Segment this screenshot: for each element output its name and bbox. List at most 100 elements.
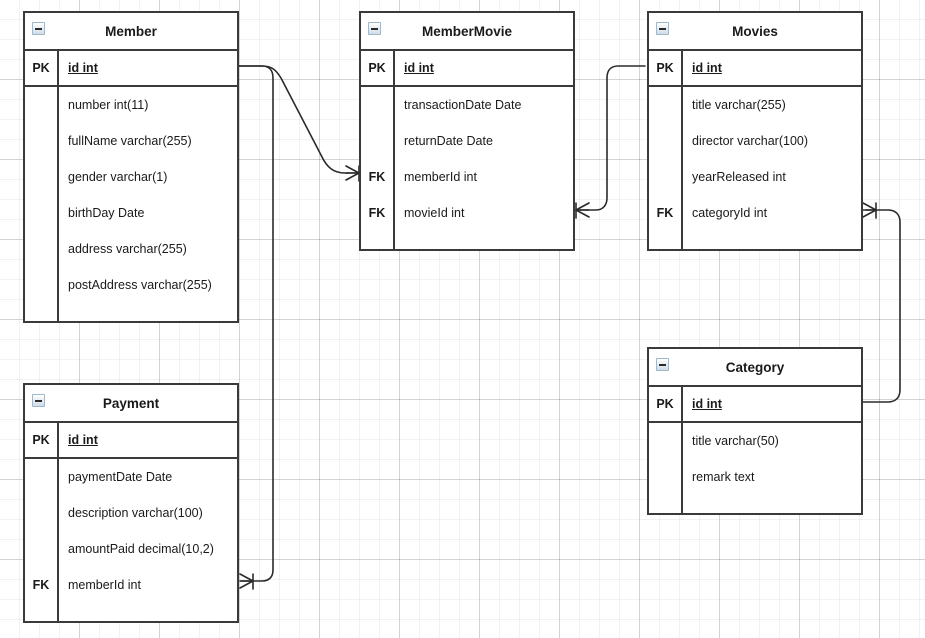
attribute-row[interactable]: description varchar(100) (25, 495, 237, 531)
connector-member-membermovie (238, 65, 358, 174)
spacer-key-cell (649, 495, 683, 513)
attribute-row[interactable]: postAddress varchar(255) (25, 267, 237, 303)
attribute-row[interactable]: PK id int (361, 51, 573, 87)
attribute-key: PK (649, 387, 683, 421)
attribute-name: address varchar(255) (68, 242, 187, 256)
attribute-row[interactable]: PK id int (25, 51, 237, 87)
attribute-row[interactable]: amountPaid decimal(10,2) (25, 531, 237, 567)
attribute-name: categoryId int (692, 206, 768, 220)
attribute-name: id int (68, 61, 98, 75)
attribute-key (361, 87, 395, 123)
attribute-row[interactable]: PK id int (649, 51, 861, 87)
attribute-key (649, 423, 683, 459)
attribute-row[interactable]: FK categoryId int (649, 195, 861, 231)
entity-title-category: Category (649, 349, 861, 387)
entity-title-movies: Movies (649, 13, 861, 51)
attribute-name: description varchar(100) (68, 506, 203, 520)
attribute-key: PK (361, 51, 395, 85)
entity-membermovie[interactable]: MemberMovie PK id int transactionDate Da… (359, 11, 575, 251)
attribute-row[interactable]: returnDate Date (361, 123, 573, 159)
attribute-row[interactable]: PK id int (649, 387, 861, 423)
attribute-name: memberId int (404, 170, 477, 184)
attribute-name: amountPaid decimal(10,2) (68, 542, 214, 556)
crowsfoot-membermovie-memberid (345, 165, 360, 182)
spacer-key-cell (25, 303, 59, 321)
attribute-key (25, 231, 59, 267)
entity-payment[interactable]: Payment PK id int paymentDate Date descr… (23, 383, 239, 623)
attribute-name: transactionDate Date (404, 98, 522, 112)
attribute-name: gender varchar(1) (68, 170, 168, 184)
attribute-key (25, 459, 59, 495)
spacer-name-cell (683, 231, 861, 249)
entity-name: Payment (102, 396, 160, 411)
attribute-name: title varchar(255) (692, 98, 786, 112)
attribute-key: FK (361, 159, 395, 195)
entity-title-member: Member (25, 13, 237, 51)
attribute-key (25, 123, 59, 159)
attribute-row[interactable]: birthDay Date (25, 195, 237, 231)
crowsfoot-membermovie-movieid (575, 202, 590, 219)
attribute-row[interactable]: transactionDate Date (361, 87, 573, 123)
attribute-row[interactable]: title varchar(255) (649, 87, 861, 123)
entity-name: Member (105, 24, 157, 39)
attribute-row[interactable]: FK movieId int (361, 195, 573, 231)
minus-icon[interactable] (656, 358, 669, 371)
attribute-row[interactable]: fullName varchar(255) (25, 123, 237, 159)
entity-name: MemberMovie (421, 24, 513, 39)
connector-member-payment (238, 65, 274, 582)
attribute-name: id int (68, 433, 98, 447)
attribute-key: FK (361, 195, 395, 231)
attribute-row[interactable]: director varchar(100) (649, 123, 861, 159)
attribute-key (361, 123, 395, 159)
attribute-row[interactable]: FK memberId int (25, 567, 237, 603)
minus-icon[interactable] (368, 22, 381, 35)
crowsfoot-movies-categoryid (862, 202, 877, 219)
attribute-name: paymentDate Date (68, 470, 173, 484)
attribute-name: birthDay Date (68, 206, 145, 220)
attribute-name: fullName varchar(255) (68, 134, 192, 148)
entity-title-payment: Payment (25, 385, 237, 423)
attribute-row[interactable]: FK memberId int (361, 159, 573, 195)
entity-member[interactable]: Member PK id int number int(11) fullName… (23, 11, 239, 323)
attribute-key (25, 195, 59, 231)
attribute-key: PK (25, 423, 59, 457)
attribute-key (649, 87, 683, 123)
connector-category-movies (862, 209, 901, 403)
minus-icon[interactable] (32, 22, 45, 35)
attribute-name: memberId int (68, 578, 141, 592)
attribute-row[interactable]: number int(11) (25, 87, 237, 123)
attribute-name: yearReleased int (692, 170, 786, 184)
attribute-key (25, 87, 59, 123)
attribute-key: PK (649, 51, 683, 85)
attribute-key (649, 159, 683, 195)
crowsfoot-payment-memberid (239, 573, 254, 590)
spacer-name-cell (683, 495, 861, 513)
entity-title-membermovie: MemberMovie (361, 13, 573, 51)
attribute-row[interactable]: gender varchar(1) (25, 159, 237, 195)
attribute-key (25, 267, 59, 303)
attribute-row[interactable]: yearReleased int (649, 159, 861, 195)
table-spacer-row (649, 231, 861, 249)
entity-category[interactable]: Category PK id int title varchar(50) rem… (647, 347, 863, 515)
attribute-name: id int (404, 61, 434, 75)
connector-movies-membermovie (577, 65, 646, 211)
table-spacer-row (25, 303, 237, 321)
attribute-row[interactable]: address varchar(255) (25, 231, 237, 267)
attribute-key (25, 495, 59, 531)
attribute-name: returnDate Date (404, 134, 493, 148)
attribute-row[interactable]: PK id int (25, 423, 237, 459)
attribute-name: id int (692, 397, 722, 411)
table-spacer-row (649, 495, 861, 513)
minus-icon[interactable] (656, 22, 669, 35)
attribute-name: director varchar(100) (692, 134, 809, 148)
attribute-row[interactable]: remark text (649, 459, 861, 495)
attribute-row[interactable]: title varchar(50) (649, 423, 861, 459)
entity-movies[interactable]: Movies PK id int title varchar(255) dire… (647, 11, 863, 251)
attribute-key (25, 531, 59, 567)
spacer-key-cell (649, 231, 683, 249)
attribute-name: postAddress varchar(255) (68, 278, 212, 292)
attribute-name: movieId int (404, 206, 465, 220)
attribute-row[interactable]: paymentDate Date (25, 459, 237, 495)
minus-icon[interactable] (32, 394, 45, 407)
